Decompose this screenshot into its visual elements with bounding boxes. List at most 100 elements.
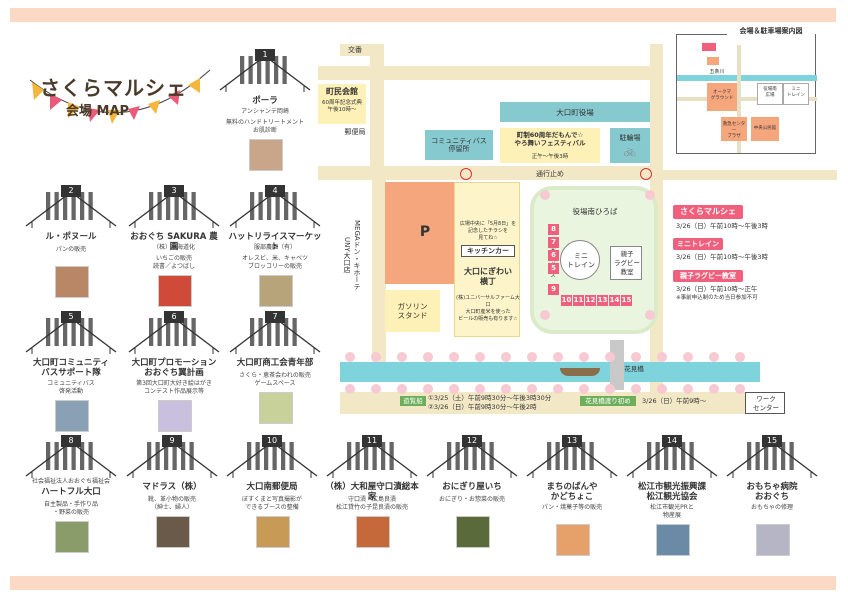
booth-name: まちのぱんや かどちょこ xyxy=(546,482,598,502)
booth-name: 松江市観光振興課 松江観光協会 xyxy=(637,482,706,502)
booth-number: 1 xyxy=(255,49,275,61)
booth-number: 12 xyxy=(462,435,482,447)
event-rugby-note: ※事前申込制のため当日参加不可 xyxy=(676,295,758,301)
event-rugby-label: 親子ラグビー教室 xyxy=(673,270,743,282)
inset-marker-1 xyxy=(702,43,716,51)
booth-number: 5 xyxy=(61,311,81,323)
mini-train-circle: ミニ トレイン xyxy=(560,240,600,280)
inset-road-v xyxy=(737,45,741,153)
parking-p-label: P xyxy=(419,224,431,240)
stall-number: 5 xyxy=(548,263,559,274)
booth-description: おにぎり・お惣菜の販売 xyxy=(438,496,505,503)
farm-note: (株)ユニバーサルファーム大口 大口町産米を使った ビールの販売も有ります☆ xyxy=(456,295,520,322)
page-subtitle: 会場 MAP xyxy=(66,104,130,119)
booth-description: パンの販売 xyxy=(55,246,87,253)
cherry-tree-icon xyxy=(735,384,745,394)
event-mini-time: 3/26（日）午前10時～午後3時 xyxy=(676,253,769,261)
booth-description: コミュニティバス 啓発活動 xyxy=(47,380,95,395)
gas-station-box: ガソリン スタンド xyxy=(385,290,440,332)
booth-description: 自主製品・手作り品 ・野菜の販売 xyxy=(43,501,98,516)
cherry-tree-icon xyxy=(709,352,719,362)
booth-description: おもちゃの修理 xyxy=(750,504,793,511)
event-sakura-label: さくらマルシェ xyxy=(673,205,743,219)
cherry-tree-icon xyxy=(345,384,355,394)
cherry-tree-icon xyxy=(605,352,615,362)
booth-description: 無料のハンドトリートメント お肌診断 xyxy=(225,119,304,134)
cherry-tree-icon xyxy=(397,384,407,394)
booth-name: 大口町プロモーション おおぐち翼計画 xyxy=(131,358,217,378)
festival-label: 町制60周年だもんで☆ やろ舞いフェスティバル xyxy=(514,131,586,147)
booth-name: 大口町商工会青年部 xyxy=(236,358,314,368)
booth-photo xyxy=(156,516,190,548)
cherry-tree-icon xyxy=(527,352,537,362)
booth-photo xyxy=(55,521,89,553)
booth-name: ル・ポヌール xyxy=(45,232,97,242)
inset-map: 会場＆駐車場案内図 五条川 オークマ グラウンド 役場南 広場 ミニ トレイン … xyxy=(676,26,817,154)
stall-number: 9 xyxy=(548,284,559,295)
cherry-tree-icon xyxy=(645,310,655,320)
road-south xyxy=(340,392,760,414)
inset-road xyxy=(677,97,817,101)
booth-photo xyxy=(756,524,790,556)
cherry-tree-icon xyxy=(423,352,433,362)
stall-number: 12 xyxy=(585,295,596,306)
rugby-box: 親子 ラグビー 教室 xyxy=(610,246,642,280)
town-hall-note: 60周年記念式典 午後10時～ xyxy=(322,100,362,113)
booth-photo xyxy=(259,275,293,307)
bridge-ceremony-label: 花見橋渡り初め xyxy=(580,396,636,406)
cherry-tree-icon xyxy=(475,384,485,394)
cherry-tree-icon xyxy=(540,190,550,200)
town-hall-box: 町民会館 60周年記念式典 午後10時～ xyxy=(318,84,366,124)
road-north xyxy=(318,66,663,80)
booth-description: 守口漬・広島良漬 松江貸竹の子昆良漬の販売 xyxy=(335,496,408,511)
parking-label: 駐輪場 xyxy=(619,134,641,142)
cherry-tree-icon xyxy=(657,384,667,394)
booth-number: 3 xyxy=(164,185,184,197)
inset-center: 救急センター プラザ xyxy=(721,117,747,141)
cherry-tree-icon xyxy=(709,384,719,394)
cherry-tree-icon xyxy=(475,352,485,362)
booth-description: 第3回大口町大好き絵はがき コンテスト作品展示等 xyxy=(136,380,212,395)
booth-photo xyxy=(158,400,192,432)
festival-time: 正午～午後3時 xyxy=(531,154,569,160)
booth-name: ハートフル大口 xyxy=(41,487,101,497)
event-rugby-time: 3/26（日）午前10時～正午 xyxy=(676,285,758,293)
booth-name: おにぎり屋いち xyxy=(442,482,502,492)
booth-photo xyxy=(356,516,390,548)
booth-name: ハットリライスマーケット xyxy=(228,232,322,252)
cherry-tree-icon xyxy=(605,384,615,394)
inset-label-4: 中央公民館 xyxy=(753,126,777,131)
inset-train: ミニ トレイン xyxy=(783,83,809,105)
booth-photo xyxy=(656,524,690,556)
cherry-tree-icon xyxy=(345,352,355,362)
mini-train-label: ミニ トレイン xyxy=(567,252,595,269)
cherry-tree-icon xyxy=(553,384,563,394)
oguchi-office-label: 大口町役場 xyxy=(556,108,594,117)
cherry-tree-icon xyxy=(501,384,511,394)
inset-river xyxy=(677,75,817,81)
stall-number: 8 xyxy=(548,224,559,235)
boat-icon xyxy=(560,368,600,376)
booth-number: 15 xyxy=(762,435,782,447)
booth-sub: （株）南海道化 xyxy=(152,244,195,251)
stall-number: 14 xyxy=(609,295,620,306)
festival-box: 町制60周年だもんで☆ やろ舞いフェスティバル 正午～午後3時 xyxy=(500,128,600,163)
cherry-tree-icon xyxy=(423,384,433,394)
cherry-tree-icon xyxy=(735,352,745,362)
booth-sub: 服部農園（有） xyxy=(253,244,296,251)
stall-number: 6 xyxy=(548,250,559,261)
booth-description: ぼすくまと写真撮影が できるブースの整備 xyxy=(241,496,302,511)
boat-label: 遊覧船 xyxy=(400,396,426,406)
road-west xyxy=(372,176,386,366)
cherry-tree-icon xyxy=(683,384,693,394)
booth-name: 大口南郵便局 xyxy=(246,482,298,492)
event-mini-label: ミニトレイン xyxy=(673,238,723,250)
cherry-tree-icon xyxy=(579,352,589,362)
inset-ground: オークマ グラウンド xyxy=(707,83,737,111)
inset-label-1: 役場南 広場 xyxy=(763,87,777,98)
booth-number: 8 xyxy=(61,435,81,447)
bicycle-icon: 🚲 xyxy=(623,146,637,157)
booth-photo xyxy=(249,139,283,171)
booth-description: オレスビ、米、キャベツ ブロッコリーの販売 xyxy=(241,255,308,270)
oguchi-office-box: 大口町役場 xyxy=(500,102,650,122)
